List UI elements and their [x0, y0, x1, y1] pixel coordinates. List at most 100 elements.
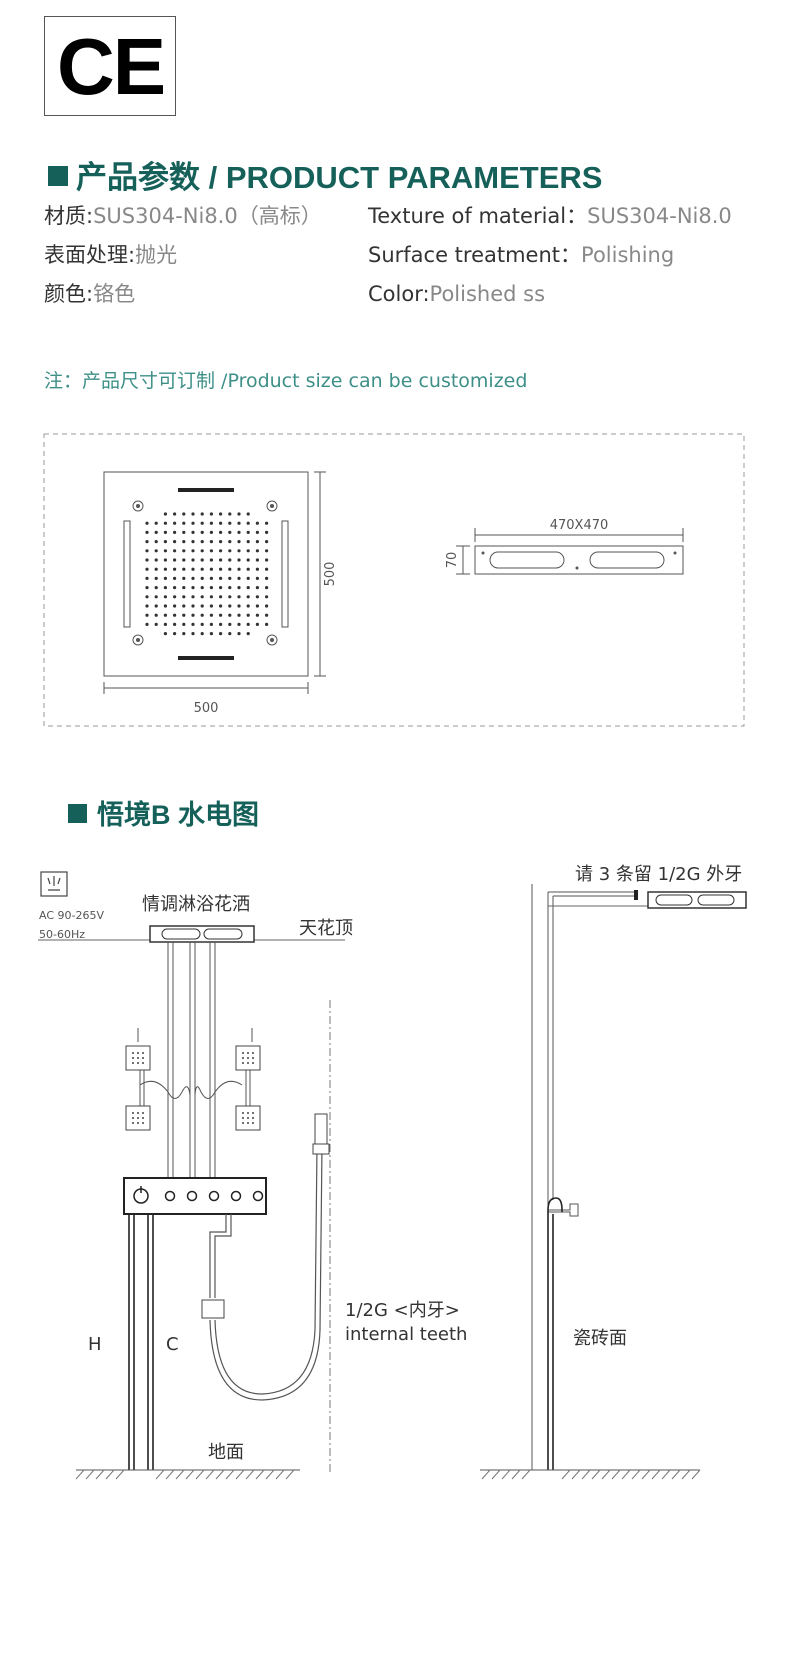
nozzle-dot	[200, 530, 204, 534]
control-panel	[123, 1177, 267, 1215]
nozzle-dot	[191, 595, 195, 599]
nozzle-dot	[237, 632, 241, 636]
thread-note-label: 请 3 条留 1/2G 外牙	[575, 864, 742, 885]
cold-label: C	[166, 1334, 179, 1355]
nozzle-dot	[154, 530, 158, 534]
nozzle-dot	[200, 576, 204, 580]
nozzle-dot	[154, 521, 158, 525]
nozzle-dot	[163, 632, 167, 636]
floor-hatch-side	[481, 1469, 701, 1480]
nozzle-dot	[237, 540, 241, 544]
nozzle-dot	[228, 512, 232, 516]
param-key: Surface treatment：	[368, 243, 582, 267]
dimension-frame	[43, 433, 745, 727]
nozzle-dot	[145, 595, 149, 599]
nozzle-dot	[219, 558, 223, 562]
nozzle-dot	[209, 540, 213, 544]
nozzle-dot	[219, 613, 223, 617]
nozzle-dot	[209, 512, 213, 516]
nozzle-dot	[163, 530, 167, 534]
nozzle-dot	[209, 549, 213, 553]
nozzle-dot	[163, 595, 167, 599]
nozzle-dot	[173, 567, 177, 571]
nozzle-dot	[255, 604, 259, 608]
nozzle-dot	[255, 558, 259, 562]
nozzle-dot	[154, 558, 158, 562]
nozzle-dot	[182, 549, 186, 553]
plumbing-title: 悟境B 水电图	[68, 798, 259, 832]
nozzle-dot	[255, 567, 259, 571]
nozzle-dot	[209, 567, 213, 571]
nozzle-dot	[237, 613, 241, 617]
nozzle-dot	[246, 586, 250, 590]
nozzle-dot	[265, 558, 269, 562]
nozzle-dot	[246, 549, 250, 553]
head-slot	[203, 928, 243, 940]
nozzle-dot	[228, 595, 232, 599]
nozzle-dot	[145, 549, 149, 553]
ce-mark: CE	[57, 22, 166, 111]
front-height-label: 500	[323, 562, 338, 587]
param-key: Texture of material：	[368, 204, 588, 228]
nozzle-dot	[246, 521, 250, 525]
nozzle-dot	[237, 586, 241, 590]
nozzle-dot	[191, 558, 195, 562]
nozzle-dot	[163, 622, 167, 626]
title-square-icon	[68, 804, 87, 823]
nozzle-dot	[182, 540, 186, 544]
customization-note: 注：产品尺寸可订制 /Product size can be customize…	[44, 370, 528, 392]
nozzle-dot	[255, 530, 259, 534]
param-color-en: Color:Polished ss	[368, 281, 545, 307]
nozzle-dot	[228, 632, 232, 636]
nozzle-dot	[228, 549, 232, 553]
nozzle-dot	[219, 622, 223, 626]
power-spec-frequency: 50-60Hz	[39, 928, 85, 941]
nozzle-dot	[182, 613, 186, 617]
nozzle-dot	[154, 549, 158, 553]
param-value: Polished ss	[429, 282, 546, 306]
bottom-light-bar	[178, 656, 234, 660]
nozzle-dot	[246, 576, 250, 580]
power-spec-voltage: AC 90-265V	[39, 909, 104, 922]
nozzle-dot	[200, 558, 204, 562]
thread-en-label: internal teeth	[345, 1324, 467, 1345]
nozzle-dot	[265, 521, 269, 525]
title-square-icon	[48, 166, 68, 186]
plumbing-diagram: AC 90-265V 50-60Hz 情调淋浴花洒 天花顶	[38, 864, 747, 1480]
top-light-bar	[178, 488, 234, 492]
nozzle-dot	[209, 604, 213, 608]
nozzle-dot	[209, 521, 213, 525]
dimension-drawing: 500 500 470X470 70	[43, 433, 745, 727]
nozzle-dot	[228, 613, 232, 617]
param-value: Polishing	[581, 243, 675, 267]
nozzle-dot	[145, 622, 149, 626]
nozzle-dot	[228, 586, 232, 590]
hand-shower-icon	[314, 1113, 328, 1145]
nozzle-dot	[265, 595, 269, 599]
nozzle-dot	[191, 530, 195, 534]
nozzle-dot	[145, 567, 149, 571]
nozzle-dot	[163, 576, 167, 580]
nozzle-dot	[246, 604, 250, 608]
side-slot-right	[589, 551, 665, 569]
nozzle-dot	[237, 576, 241, 580]
nozzle-dot	[237, 558, 241, 562]
nozzle-dot	[237, 530, 241, 534]
nozzle-dot	[182, 622, 186, 626]
nozzle-dot	[154, 613, 158, 617]
nozzle-dot	[200, 632, 204, 636]
floor-label: 地面	[208, 1442, 244, 1463]
nozzle-dot	[173, 530, 177, 534]
nozzle-dot	[237, 512, 241, 516]
nozzle-dot	[209, 622, 213, 626]
side-length-label: 470X470	[550, 518, 609, 533]
nozzle-dot	[228, 558, 232, 562]
diverter-button-icon	[164, 1190, 264, 1202]
nozzle-dot	[200, 595, 204, 599]
nozzle-dot	[182, 558, 186, 562]
nozzle-dot	[145, 521, 149, 525]
nozzle-dot	[219, 595, 223, 599]
param-value: SUS304-Ni8.0（高标）	[93, 204, 322, 228]
nozzle-dot	[246, 613, 250, 617]
nozzle-dot	[255, 613, 259, 617]
